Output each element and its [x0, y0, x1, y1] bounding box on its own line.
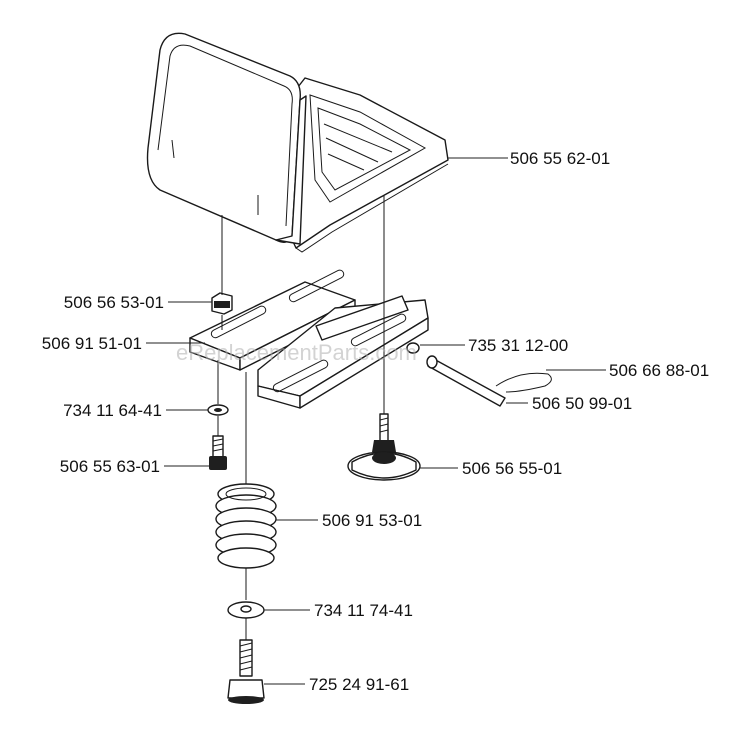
pin-drawing [426, 355, 506, 407]
part-label-hair-pin: 506 66 88-01 [609, 361, 709, 380]
bracket-drawing [189, 269, 429, 409]
part-label-washer-large: 734 11 74-41 [314, 601, 413, 620]
part-label-knob: 506 56 55-01 [462, 459, 562, 478]
screw-drawing [209, 435, 227, 470]
part-label-nut: 506 56 53-01 [64, 293, 164, 312]
hair-pin-drawing [495, 372, 552, 393]
washer-large-drawing [227, 601, 265, 619]
assembly-lines [217, 195, 385, 640]
part-label-pin: 506 50 99-01 [532, 394, 632, 413]
part-label-spring: 506 91 53-01 [322, 511, 422, 530]
part-label-bracket: 506 91 51-01 [42, 334, 142, 353]
bolt-drawing [227, 639, 265, 704]
nut-drawing [211, 292, 233, 315]
spring-drawing [215, 483, 277, 569]
washer-small-drawing [207, 404, 229, 416]
leader-lines [146, 157, 606, 685]
part-label-washer-small: 734 11 64-41 [63, 401, 162, 420]
part-label-screw: 506 55 63-01 [60, 457, 160, 476]
part-label-clip-small: 735 31 12-00 [468, 336, 568, 355]
watermark-text: eReplacementParts.com [176, 340, 417, 365]
clip-small-drawing [406, 342, 420, 354]
knob-drawing [347, 413, 421, 481]
part-label-bolt: 725 24 91-61 [309, 675, 409, 694]
part-label-seat: 506 55 62-01 [510, 149, 610, 168]
seat-drawing [146, 32, 449, 253]
